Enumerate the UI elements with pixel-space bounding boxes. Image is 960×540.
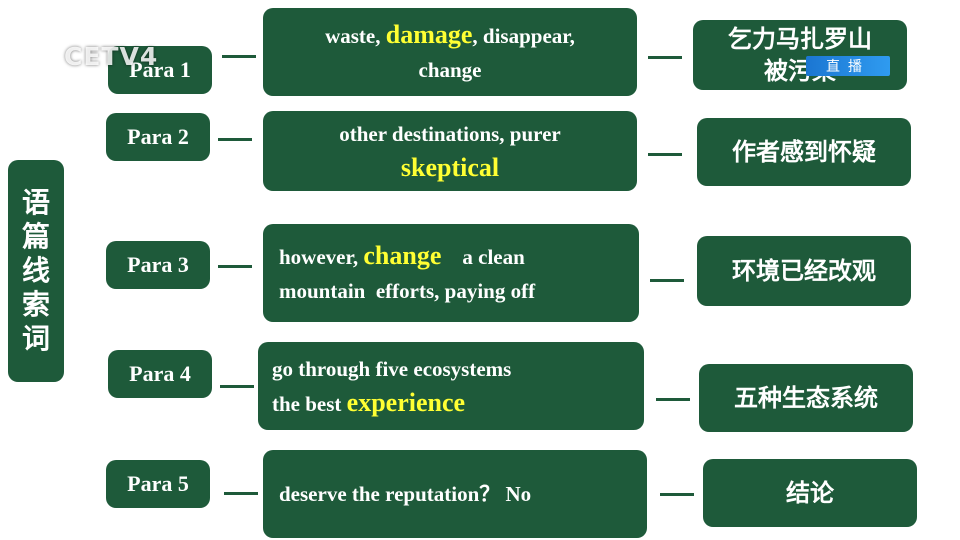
connector-line (650, 279, 684, 282)
summary-box-4: 五种生态系统 (699, 364, 913, 432)
keyword-highlight: skeptical (400, 152, 500, 182)
summary-box-1: 乞力马扎罗山被污染 (693, 20, 907, 90)
para-label-5: Para 5 (106, 460, 210, 508)
summary-box-3: 环境已经改观 (697, 236, 911, 306)
summary-line: 结论 (786, 479, 834, 507)
section-title-vertical: 语 篇 线 索 词 (8, 160, 64, 382)
connector-line (648, 56, 682, 59)
content-box-4: go through five ecosystems the best exper… (258, 342, 644, 430)
side-title-char: 线 (21, 254, 50, 287)
content-line: deserve the reputation？ No (279, 477, 531, 511)
summary-line: 五种生态系统 (734, 384, 878, 412)
connector-line (660, 493, 694, 496)
content-segment: the best (272, 391, 347, 416)
summary-line: 环境已经改观 (732, 257, 876, 285)
content-line: mountain efforts, paying off (279, 274, 535, 308)
content-box-1: waste, damage, disappear, change (263, 8, 637, 96)
connector-line (218, 265, 252, 268)
para-label-text: Para 4 (129, 361, 191, 386)
content-segment: deserve the reputation？ No (279, 482, 532, 506)
connector-line (656, 398, 690, 401)
summary-text: 五种生态系统 (734, 382, 878, 414)
keyword-highlight: damage (385, 19, 473, 49)
side-title-char: 篇 (21, 220, 50, 253)
content-segment: however, (279, 244, 364, 269)
para-label-1: Para 1 (108, 46, 212, 94)
content-line: go through five ecosystems (272, 352, 511, 386)
content-box-5: deserve the reputation？ No (263, 450, 647, 538)
side-title-char: 索 (21, 288, 50, 321)
side-title-char: 语 (21, 186, 50, 219)
content-line: skeptical (339, 151, 560, 186)
content-line: however, change a clean (279, 239, 535, 274)
summary-line: 作者感到怀疑 (732, 138, 876, 166)
content-segment: change (418, 57, 482, 82)
para-label-text: Para 2 (127, 124, 189, 149)
summary-text: 乞力马扎罗山被污染 (728, 23, 872, 87)
side-title-char: 词 (21, 322, 50, 355)
para-label-4: Para 4 (108, 350, 212, 398)
channel-logo: CETV4 (64, 42, 159, 71)
summary-box-2: 作者感到怀疑 (697, 118, 911, 186)
content-text: deserve the reputation？ No (279, 477, 531, 511)
content-line: change (325, 53, 575, 87)
content-segment: a clean (441, 244, 525, 269)
content-box-3: however, change a clean mountain efforts,… (263, 224, 639, 322)
para-label-3: Para 3 (106, 241, 210, 289)
para-label-text: Para 3 (127, 252, 189, 277)
content-text: however, change a clean mountain efforts,… (279, 239, 535, 308)
content-segment: go through five ecosystems (272, 356, 512, 381)
para-label-text: Para 5 (127, 471, 189, 496)
connector-line (218, 138, 252, 141)
summary-line: 乞力马扎罗山 (728, 25, 872, 53)
summary-text: 结论 (786, 477, 834, 509)
connector-line (648, 153, 682, 156)
keyword-highlight: experience (346, 387, 466, 417)
content-line: other destinations, purer (339, 117, 560, 151)
keyword-highlight: change (363, 240, 442, 270)
content-segment: mountain efforts, paying off (279, 278, 536, 303)
summary-box-5: 结论 (703, 459, 917, 527)
live-badge: 直播 (806, 56, 890, 76)
content-segment: other destinations, purer (339, 121, 561, 146)
content-segment: waste, (325, 23, 386, 48)
connector-line (220, 385, 254, 388)
content-line: the best experience (272, 386, 511, 421)
content-text: go through five ecosystems the best exper… (272, 352, 511, 421)
connector-line (224, 492, 258, 495)
connector-line (222, 55, 256, 58)
content-segment: , disappear, (472, 23, 575, 48)
content-text: other destinations, purer skeptical (339, 117, 560, 186)
content-line: waste, damage, disappear, (325, 18, 575, 53)
para-label-text: Para 1 (129, 57, 191, 82)
content-box-2: other destinations, purer skeptical (263, 111, 637, 191)
summary-text: 作者感到怀疑 (732, 136, 876, 168)
content-text: waste, damage, disappear, change (325, 18, 575, 87)
para-label-2: Para 2 (106, 113, 210, 161)
summary-text: 环境已经改观 (732, 255, 876, 287)
